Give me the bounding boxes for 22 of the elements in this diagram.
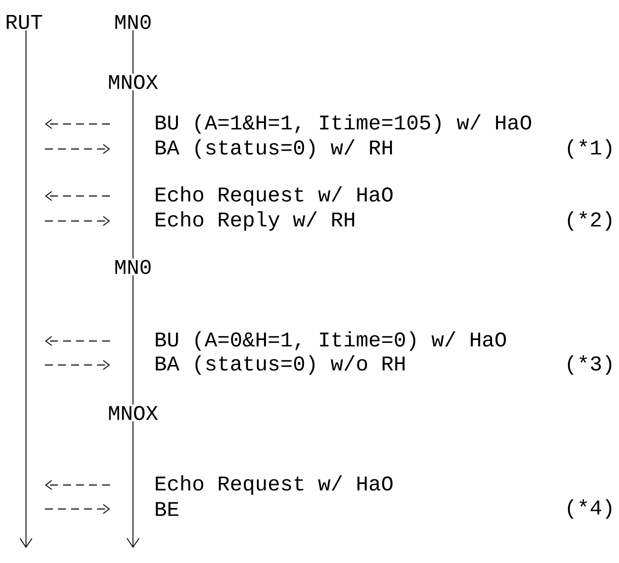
message-label: BA (status=0) w/ RH: [156, 139, 392, 159]
lifeline: [132, 90, 134, 260]
lifeline: [20, 30, 32, 548]
message-label: Echo Request w/ HaO: [156, 186, 393, 206]
lifeline-label: MN0: [115, 260, 151, 274]
footnote-mark: (*4): [568, 499, 612, 519]
lifeline-label: MN0: [115, 14, 151, 30]
message-label: Echo Request w/ HaO: [156, 475, 393, 495]
message-label: BE: [156, 502, 178, 516]
message-label: BU (A=1&H=1, Itime=105) w/ HaO: [156, 114, 532, 134]
message-label: BU (A=0&H=1, Itime=0) w/ HaO: [156, 331, 506, 351]
message-label: BA (status=0) w/o RH: [156, 355, 405, 375]
lifeline-label: RUT: [6, 14, 42, 30]
lifeline: [132, 30, 134, 74]
lifeline-label: MNOX: [109, 74, 158, 90]
lifeline: [132, 274, 134, 406]
footnote-mark: (*1): [568, 139, 612, 159]
footnote-mark: (*2): [568, 211, 612, 231]
footnote-mark: (*3): [568, 355, 612, 375]
lifeline: [126, 420, 140, 548]
lifeline-label: MNOX: [109, 406, 158, 420]
message-label: Echo Reply w/ RH: [156, 211, 354, 231]
